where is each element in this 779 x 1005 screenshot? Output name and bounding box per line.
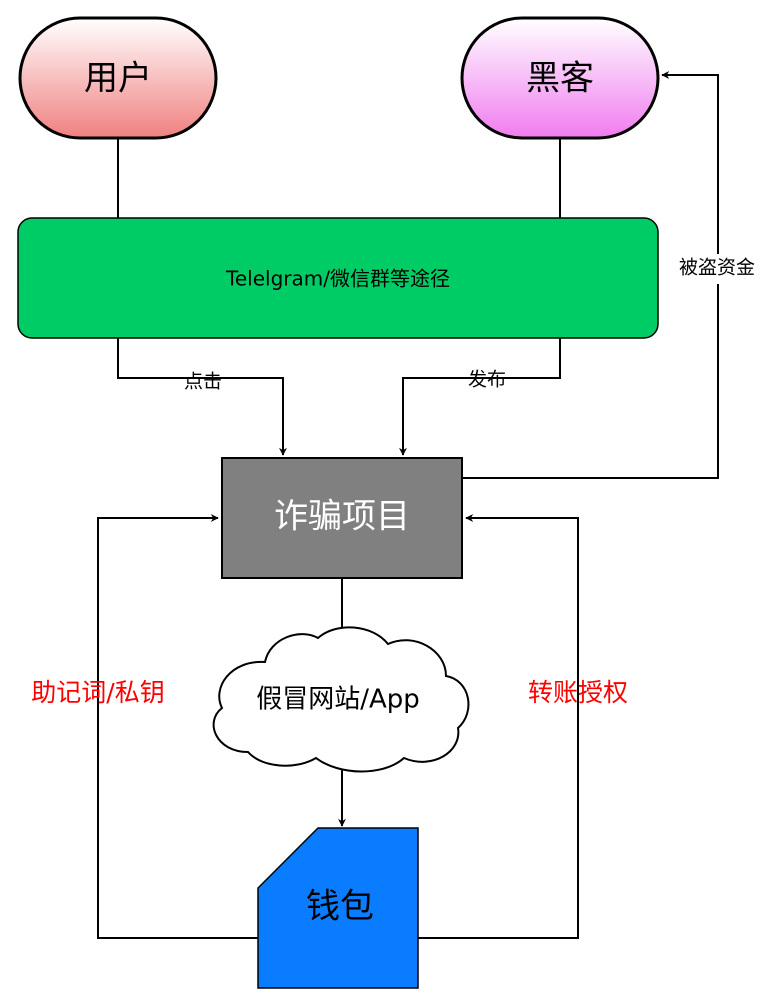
user-node: 用户	[18, 16, 218, 140]
fake-site-cloud: 假冒网站/App	[212, 626, 470, 773]
transfer-edge	[418, 514, 579, 939]
hacker-label: 黑客	[526, 59, 594, 99]
channel-label: Telelgram/微信群等途径	[225, 267, 450, 291]
stolen-funds-edge-label: 被盗资金	[679, 257, 755, 279]
channel-node: Telelgram/微信群等途径	[17, 217, 659, 339]
stolen-label-bg	[668, 254, 768, 284]
fake-site-label: 假冒网站/App	[256, 685, 420, 715]
user-label: 用户	[84, 59, 152, 99]
transfer-edge-label: 转账授权	[528, 678, 628, 707]
click-edge-label: 点击	[184, 371, 222, 393]
scam-project-node: 诈骗项目	[221, 457, 463, 579]
publish-edge	[399, 338, 561, 456]
wallet-node: 钱包	[257, 827, 419, 989]
wallet-label: 钱包	[306, 887, 374, 927]
mnemonic-edge-label: 助记词/私钥	[31, 678, 164, 707]
scam-project-label: 诈骗项目	[274, 497, 410, 537]
hacker-node: 黑客	[460, 16, 660, 140]
publish-edge-label: 发布	[468, 369, 506, 391]
click-edge	[117, 338, 287, 456]
mnemonic-edge	[97, 514, 258, 939]
